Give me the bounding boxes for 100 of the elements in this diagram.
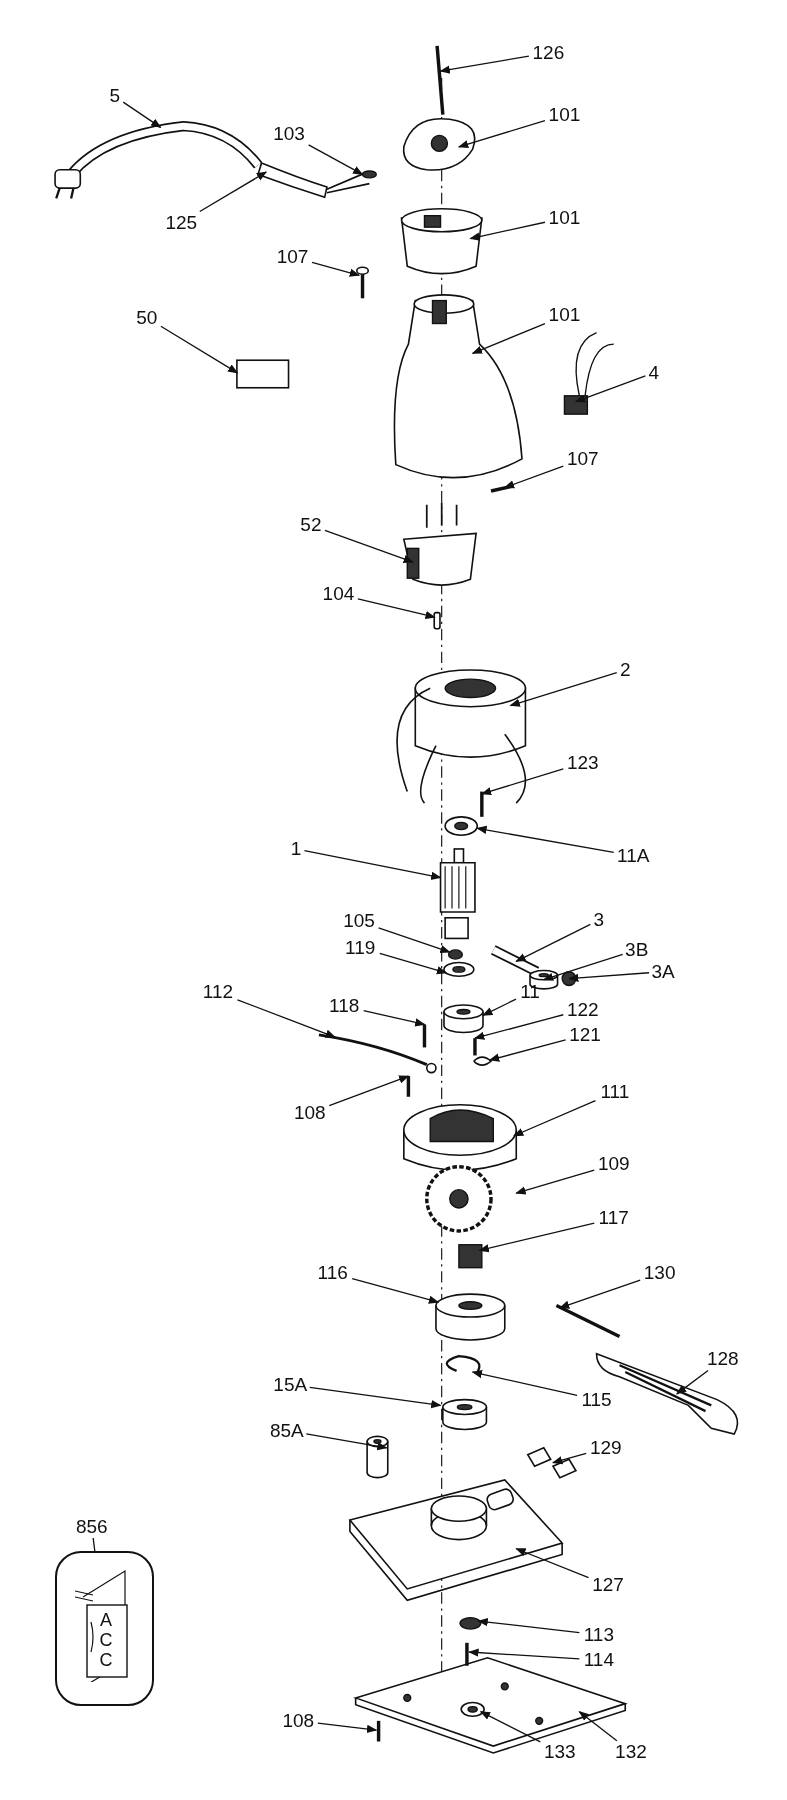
callout-number: 133	[540, 1740, 580, 1763]
bearing-drawing	[444, 816, 479, 836]
leader-line	[558, 1279, 641, 1309]
screw-drawing	[473, 1038, 477, 1056]
callout-number: 117	[594, 1207, 634, 1230]
leader-line	[160, 325, 239, 374]
callout-number: 104	[318, 583, 358, 606]
leader-line	[542, 953, 624, 981]
screw-drawing	[465, 1642, 469, 1666]
retaining-ring-drawing	[445, 1354, 481, 1375]
leader-line	[503, 465, 564, 489]
leader-line	[551, 1452, 587, 1465]
callout-number: 101	[544, 304, 584, 327]
leader-line	[309, 1386, 442, 1409]
leader-line	[236, 999, 336, 1038]
field-coil-drawing	[396, 669, 527, 804]
leader-line	[317, 1722, 378, 1734]
wire-drawing	[318, 1033, 437, 1074]
callout-number: 118	[324, 995, 364, 1018]
leader-line	[199, 171, 268, 213]
callout-number: 15A	[270, 1373, 310, 1396]
leader-line	[307, 144, 364, 176]
callout-number: 105	[339, 910, 379, 933]
callout-number: 107	[563, 447, 603, 470]
leader-line	[515, 1548, 590, 1579]
pin-drawing	[433, 611, 441, 630]
armature-drawing	[439, 848, 476, 940]
washer-drawing	[459, 1616, 482, 1630]
leader-line	[357, 598, 436, 620]
callout-number: 130	[640, 1262, 680, 1285]
callout-number: 103	[269, 123, 309, 146]
leader-line	[488, 1039, 567, 1062]
base-plate-drawing	[348, 1479, 564, 1602]
leader-line	[480, 768, 564, 796]
screw-drawing	[435, 45, 445, 115]
callout-number: 113	[579, 1623, 619, 1646]
leader-line	[509, 671, 618, 707]
callout-number: 115	[577, 1388, 617, 1411]
leader-line	[476, 825, 615, 854]
callout-number: 5	[106, 85, 124, 108]
callout-number: 125	[161, 211, 201, 234]
callout-number: 127	[588, 1574, 628, 1597]
washer-drawing	[447, 949, 463, 960]
callout-number: 122	[563, 998, 603, 1021]
leader-line	[457, 120, 546, 149]
callout-number: 114	[579, 1649, 619, 1672]
leader-line	[513, 1099, 597, 1137]
callout-number: 111	[595, 1081, 635, 1104]
leader-line	[578, 1711, 618, 1742]
accessory-box	[55, 1551, 154, 1706]
cord-protector-drawing	[257, 162, 328, 199]
callout-number: 107	[273, 245, 313, 268]
callout-number: 50	[132, 306, 161, 329]
leader-line	[303, 850, 442, 880]
clips-drawing	[526, 1446, 578, 1479]
leader-line	[676, 1369, 709, 1395]
leader-line	[122, 101, 162, 128]
callout-number: 121	[565, 1023, 605, 1046]
bushing-drawing	[366, 1435, 389, 1479]
callout-number: 11A	[613, 844, 653, 867]
cap-drawing	[402, 118, 476, 171]
callout-number: 4	[645, 361, 663, 384]
leader-line	[574, 375, 647, 403]
leader-line	[324, 529, 414, 563]
eccentric-weight-drawing	[435, 1293, 506, 1341]
callout-number: 85A	[267, 1419, 307, 1442]
power-cord-drawing	[54, 121, 263, 200]
leader-line	[311, 261, 361, 277]
screw-drawing	[406, 1076, 411, 1097]
screw-drawing	[490, 484, 513, 493]
motor-housing-drawing	[393, 294, 523, 479]
fan-drawing	[425, 1165, 493, 1233]
rod-drawing	[491, 945, 540, 977]
screw-drawing	[480, 791, 484, 817]
callout-number: 126	[528, 41, 568, 64]
callout-number: 109	[594, 1153, 634, 1176]
leader-line	[363, 1009, 426, 1027]
callout-number: 856	[72, 1515, 112, 1538]
leader-line	[328, 1075, 410, 1107]
screw-drawing	[376, 1720, 381, 1742]
callout-number: 132	[611, 1740, 651, 1763]
callout-number: 108	[278, 1709, 318, 1732]
leader-line	[515, 923, 591, 963]
leader-line	[515, 1169, 595, 1195]
screw-drawing	[356, 266, 370, 299]
callout-number: 3	[590, 909, 608, 932]
bearing-drawing	[443, 1004, 484, 1034]
label-plate-drawing	[236, 359, 290, 389]
callout-number: 116	[313, 1262, 353, 1285]
rod-drawing	[555, 1304, 621, 1339]
callout-number: 2	[616, 658, 634, 681]
screw-drawing	[422, 1024, 427, 1048]
callout-number: 128	[703, 1348, 743, 1371]
wire-terminal-drawing	[473, 1056, 492, 1066]
callout-number: 52	[296, 514, 325, 537]
switch-drawing	[563, 332, 615, 415]
leader-line	[477, 1617, 580, 1634]
callout-number: 3B	[622, 938, 651, 961]
leader-line	[439, 55, 530, 74]
leader-line	[379, 952, 448, 975]
